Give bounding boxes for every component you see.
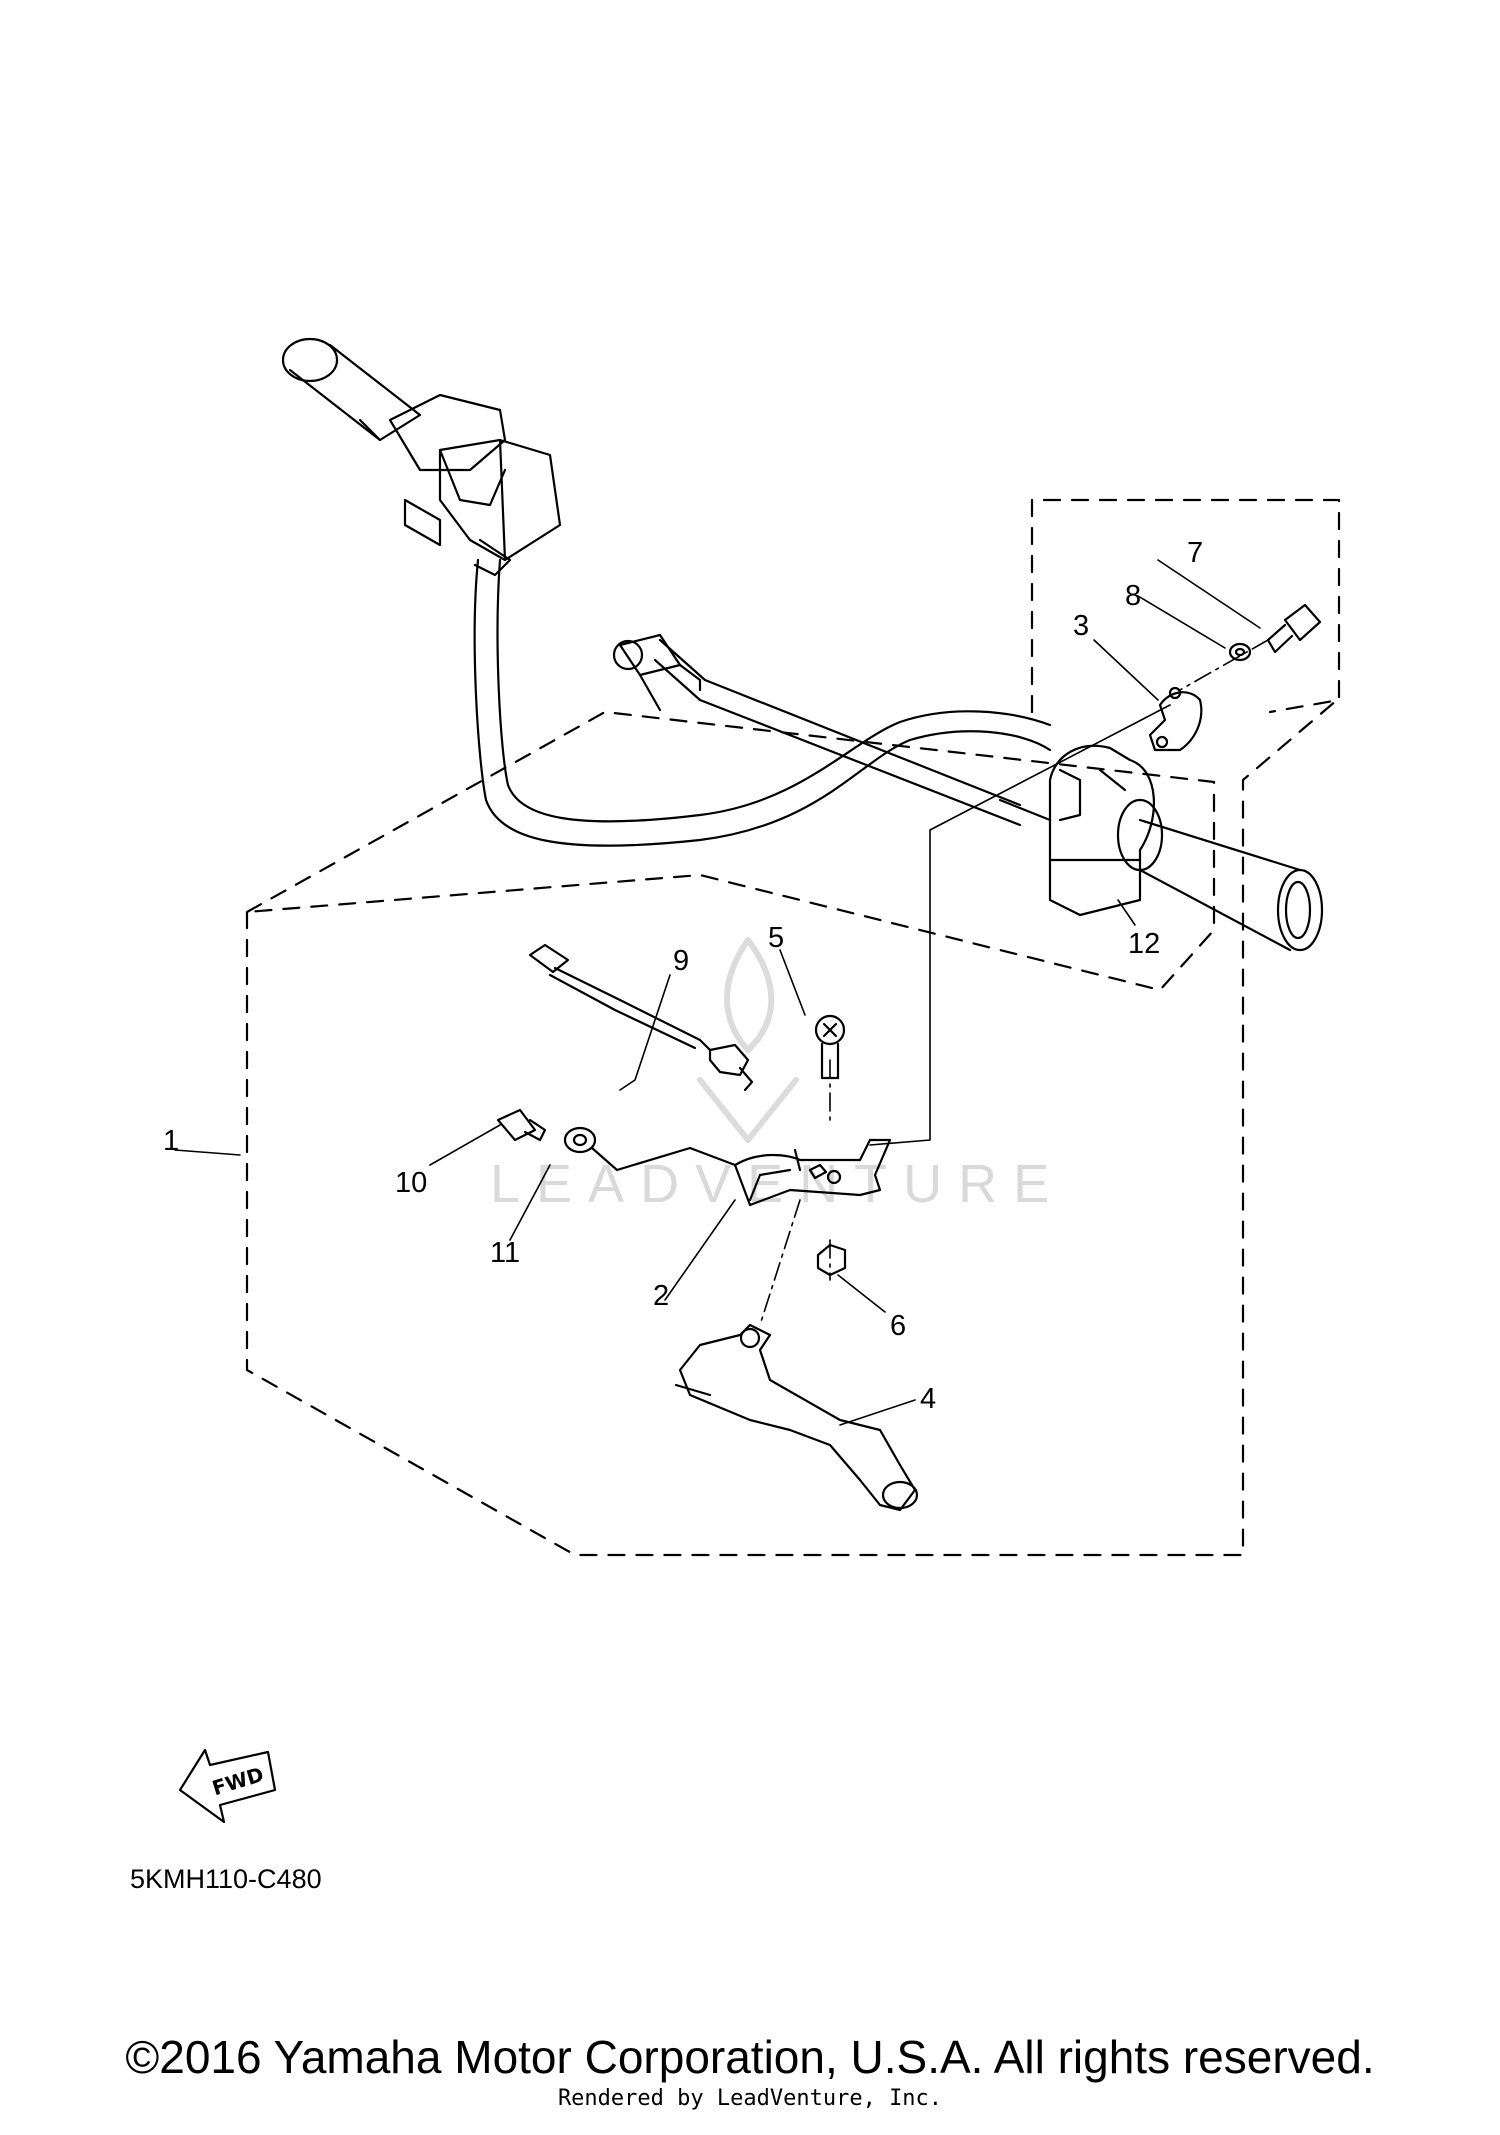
callout-4: 4 xyxy=(920,1383,936,1415)
callout-1: 1 xyxy=(163,1125,179,1157)
locknut-11 xyxy=(563,1126,737,1172)
callout-11: 11 xyxy=(490,1237,520,1269)
screw-5 xyxy=(814,1014,846,1080)
bracket-3 xyxy=(1148,686,1203,752)
alignment-lines xyxy=(759,639,1269,1326)
callout-9: 9 xyxy=(673,945,689,977)
lever-holder-2 xyxy=(733,1138,892,1207)
switch-group-boundary xyxy=(1030,498,1341,714)
screw-7 xyxy=(1266,603,1322,654)
rendered-by-credit: Rendered by LeadVenture, Inc. xyxy=(557,2086,943,2111)
watermark-logo xyxy=(697,937,799,1143)
handlebar-switch xyxy=(998,744,1324,952)
assembly-1-boundary xyxy=(245,698,1339,1557)
callout-7: 7 xyxy=(1187,537,1203,569)
handlebar xyxy=(281,337,1052,847)
throttle-housing xyxy=(388,393,562,577)
copyright-notice: ©2016 Yamaha Motor Corporation, U.S.A. A… xyxy=(125,2031,1375,2083)
clutch-lever-4 xyxy=(674,1323,919,1512)
watermark-text: LEADVENTURE xyxy=(490,1154,1065,1214)
nut-6 xyxy=(816,1243,847,1277)
callout-12: 12 xyxy=(1128,928,1160,960)
callout-2: 2 xyxy=(653,1280,669,1312)
callout-10: 10 xyxy=(395,1167,427,1199)
callout-6: 6 xyxy=(890,1310,906,1342)
washer-8 xyxy=(1228,642,1252,662)
callout-3: 3 xyxy=(1073,610,1089,642)
leader-lines xyxy=(174,559,1261,1426)
guide-line xyxy=(869,704,1171,1146)
callout-5: 5 xyxy=(768,922,784,954)
wire-connector xyxy=(612,633,1022,827)
adjuster-10 xyxy=(496,1108,547,1142)
switch-cable-9 xyxy=(528,943,754,1092)
fwd-arrow-icon xyxy=(178,1748,277,1824)
callout-8: 8 xyxy=(1125,580,1141,612)
drawing-code: 5KMH110-C480 xyxy=(130,1864,322,1894)
